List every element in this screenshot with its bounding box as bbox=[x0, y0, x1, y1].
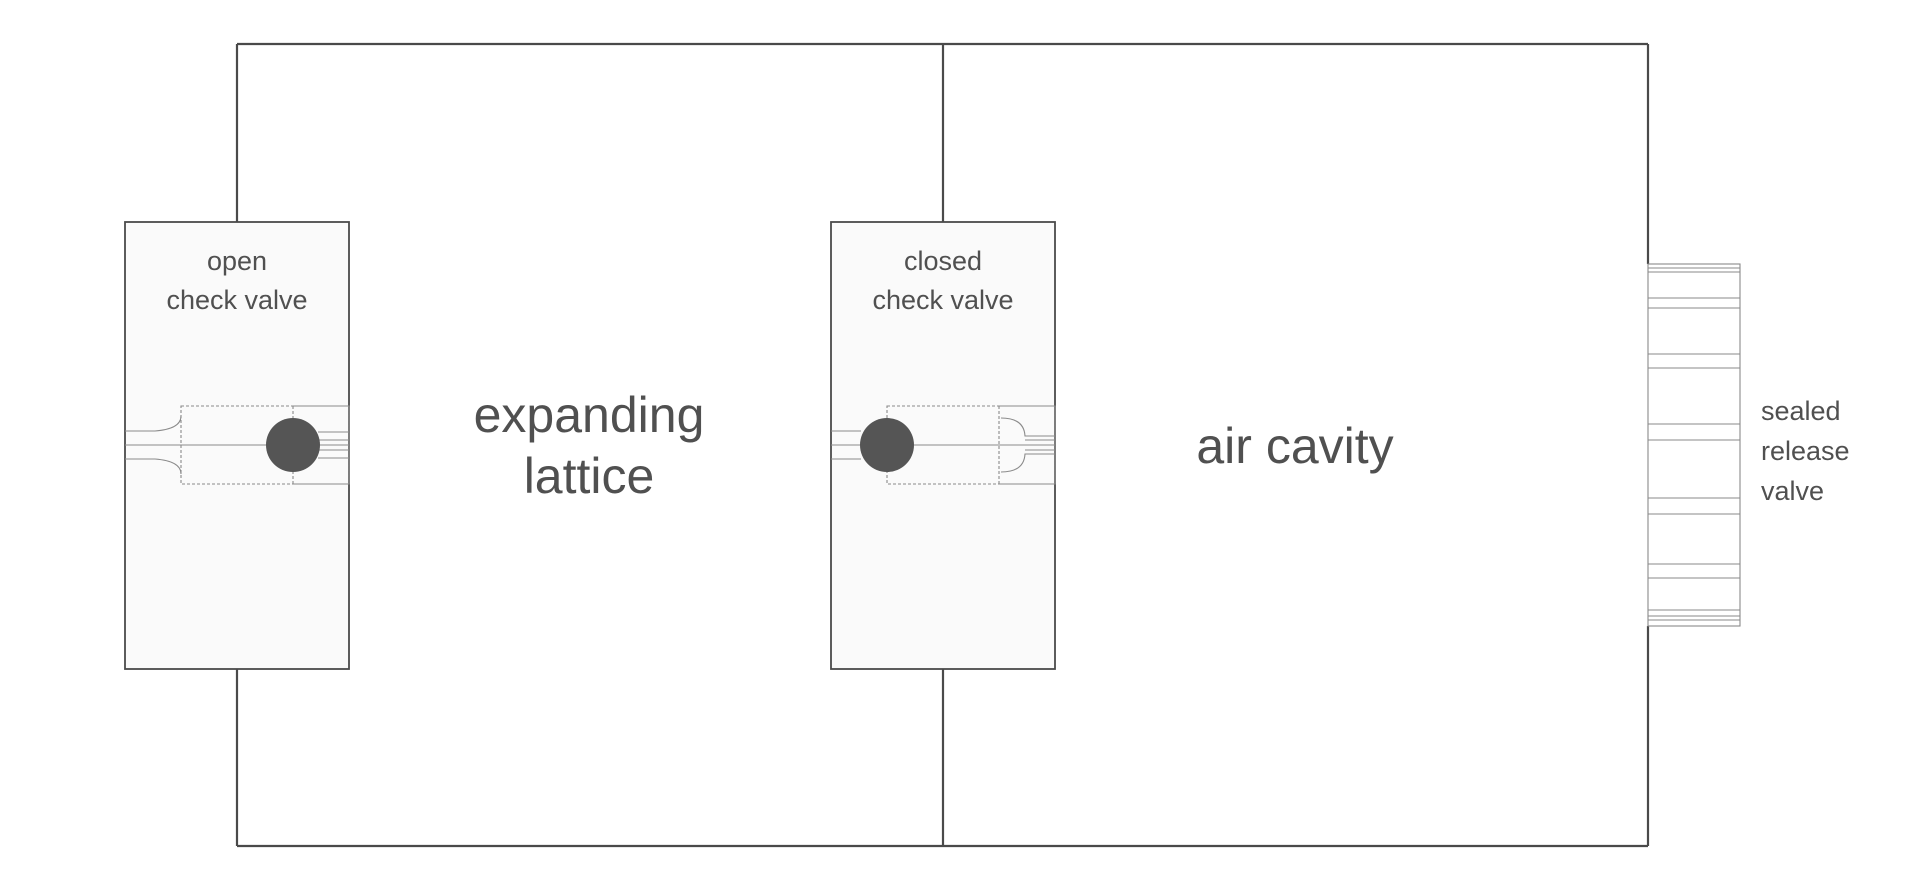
closed-valve-ball bbox=[860, 418, 914, 472]
closed-valve-outlet-flare-bottom bbox=[1000, 453, 1055, 473]
open-valve-mechanism bbox=[125, 405, 350, 485]
open-valve-ball bbox=[266, 418, 320, 472]
sealed-release-valve: sealed release valve bbox=[1647, 263, 1850, 627]
closed-valve-mechanism bbox=[831, 405, 1056, 485]
expanding-lattice-label-line1: expanding bbox=[474, 387, 705, 443]
chamber-housing bbox=[235, 42, 1650, 848]
release-valve-label-line3: valve bbox=[1761, 476, 1824, 506]
open-valve-inlet-flare-top bbox=[154, 415, 182, 432]
closed-valve-outlet-flare-top bbox=[1000, 417, 1055, 437]
release-valve-label-line1: sealed bbox=[1761, 396, 1841, 426]
expanding-lattice-label-line2: lattice bbox=[524, 448, 655, 504]
open-valve-inlet-flare-bottom bbox=[154, 458, 182, 475]
closed-check-valve: closed check valve bbox=[830, 221, 1056, 670]
open-valve-label-line1: open bbox=[207, 246, 267, 276]
closed-valve-label-line1: closed bbox=[904, 246, 982, 276]
release-valve-body bbox=[1647, 263, 1741, 627]
closed-valve-label-line2: check valve bbox=[872, 285, 1013, 315]
air-cavity-label: air cavity bbox=[1196, 418, 1393, 474]
open-valve-label-line2: check valve bbox=[166, 285, 307, 315]
release-valve-label-line2: release bbox=[1761, 436, 1850, 466]
open-check-valve: open check valve bbox=[124, 221, 350, 670]
